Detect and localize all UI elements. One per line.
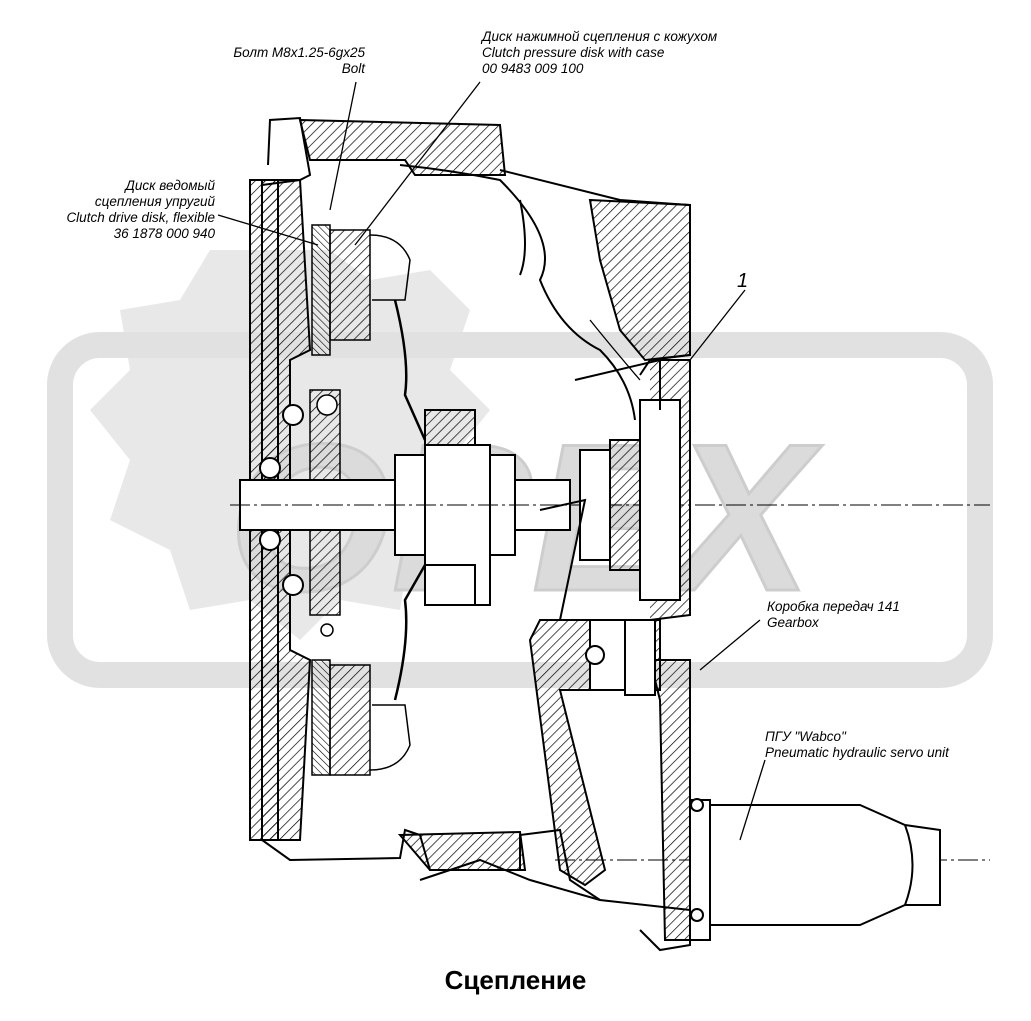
label-drive-disk-ru1: Диск ведомый <box>125 178 215 193</box>
label-pressure-disk-code: 00 9483 009 100 <box>482 61 584 76</box>
label-gearbox-ru: Коробка передач 141 <box>767 599 900 614</box>
label-pressure-disk: Диск нажимной сцепления с кожухом Clutch… <box>482 29 717 77</box>
input-shaft <box>230 404 990 606</box>
label-pressure-disk-en: Clutch pressure disk with case <box>482 45 665 60</box>
label-drive-disk-en: Clutch drive disk, flexible <box>66 210 215 225</box>
label-gearbox: Коробка передач 141 Gearbox <box>767 599 900 631</box>
callout-number-1: 1 <box>737 270 749 292</box>
label-drive-disk-code: 36 1878 000 940 <box>113 226 215 241</box>
diagram-caption: Сцепление <box>444 965 587 995</box>
label-bolt: Болт M8x1.25-6gx25 Bolt <box>180 45 365 77</box>
label-servo: ПГУ "Wabco" Pneumatic hydraulic servo un… <box>765 729 949 761</box>
label-gearbox-en: Gearbox <box>767 615 819 630</box>
label-bolt-en: Bolt <box>341 61 365 76</box>
release-fork <box>528 498 990 887</box>
release-bearing <box>574 358 681 601</box>
label-bolt-ru: Болт M8x1.25-6gx25 <box>233 45 365 60</box>
label-servo-ru: ПГУ "Wabco" <box>765 729 846 744</box>
leader-lines <box>217 81 766 841</box>
label-drive-disk: Диск ведомый сцепления упругий Clutch dr… <box>20 178 215 242</box>
label-servo-en: Pneumatic hydraulic servo unit <box>765 745 949 760</box>
clutch-disc-pack <box>309 224 427 776</box>
servo-unit <box>689 798 941 941</box>
label-pressure-disk-ru: Диск нажимной сцепления с кожухом <box>482 29 718 44</box>
label-drive-disk-ru2: сцепления упругий <box>94 194 215 209</box>
